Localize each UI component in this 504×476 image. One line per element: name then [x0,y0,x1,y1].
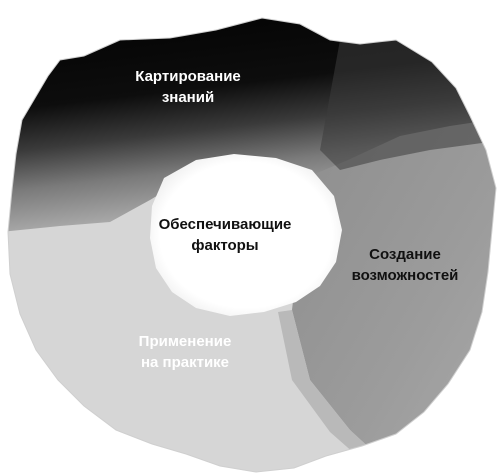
practice-label: Применение на практике [138,333,232,371]
ring-outline [7,17,497,473]
center-hole [150,154,342,316]
mapping-label: Картирование знаний [135,68,241,106]
capability-label: Создание возможностей [351,246,459,284]
capability-edge [278,310,400,472]
enabling-factors-label: Обеспечивающие факторы [158,216,292,254]
